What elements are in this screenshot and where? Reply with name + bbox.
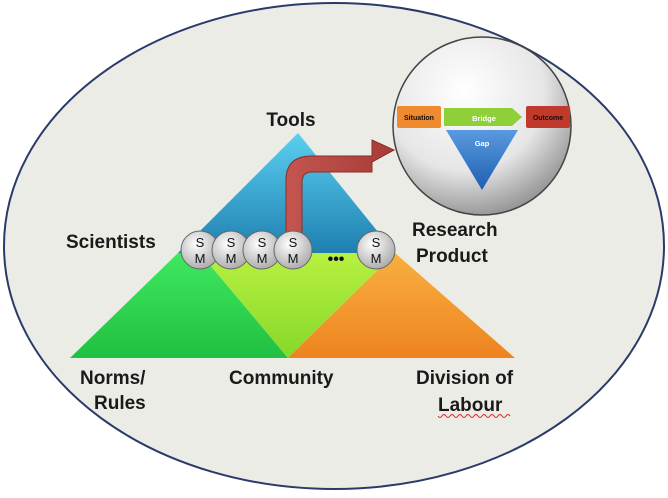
sm-node-top: S (289, 235, 298, 250)
label-rules: Rules (94, 393, 146, 414)
outcome-label: Outcome (533, 115, 563, 122)
label-product: Product (416, 246, 488, 267)
situation-box (397, 106, 441, 128)
label-division: Division of (416, 368, 514, 389)
bridge-inset: Bridge Situation Outcome Gap (392, 36, 572, 216)
sm-node-bottom: M (371, 251, 382, 266)
situation-label: Situation (404, 115, 434, 122)
gap-label: Gap (475, 139, 490, 148)
bridge-label: Bridge (472, 114, 496, 123)
spellcheck-underline (437, 414, 511, 418)
gap-funnel (446, 130, 518, 190)
sm-node-4: S M (273, 230, 313, 270)
label-community: Community (229, 368, 334, 389)
sm-node-1: S M (180, 230, 220, 270)
label-labour: Labour (438, 395, 503, 416)
sm-node-top: S (196, 235, 205, 250)
sm-node-bottom: M (195, 251, 206, 266)
sm-node-top: S (258, 235, 267, 250)
sm-node-bottom: M (226, 251, 237, 266)
label-research: Research (412, 220, 498, 241)
flow-arrow (285, 139, 396, 245)
sm-node-5: S M (356, 230, 396, 270)
label-scientists: Scientists (66, 232, 156, 253)
community-triangle (200, 253, 395, 358)
norms-triangle (70, 253, 288, 358)
sm-node-top: S (227, 235, 236, 250)
label-norms: Norms/ (80, 368, 146, 389)
bridge-arrow (444, 108, 522, 126)
label-tools: Tools (266, 110, 315, 131)
sm-node-top: S (372, 235, 381, 250)
division-triangle (288, 253, 515, 358)
sm-node-bottom: M (288, 251, 299, 266)
sm-node-bottom: M (257, 251, 268, 266)
outcome-box (526, 106, 570, 128)
ellipsis: ••• (328, 251, 345, 268)
